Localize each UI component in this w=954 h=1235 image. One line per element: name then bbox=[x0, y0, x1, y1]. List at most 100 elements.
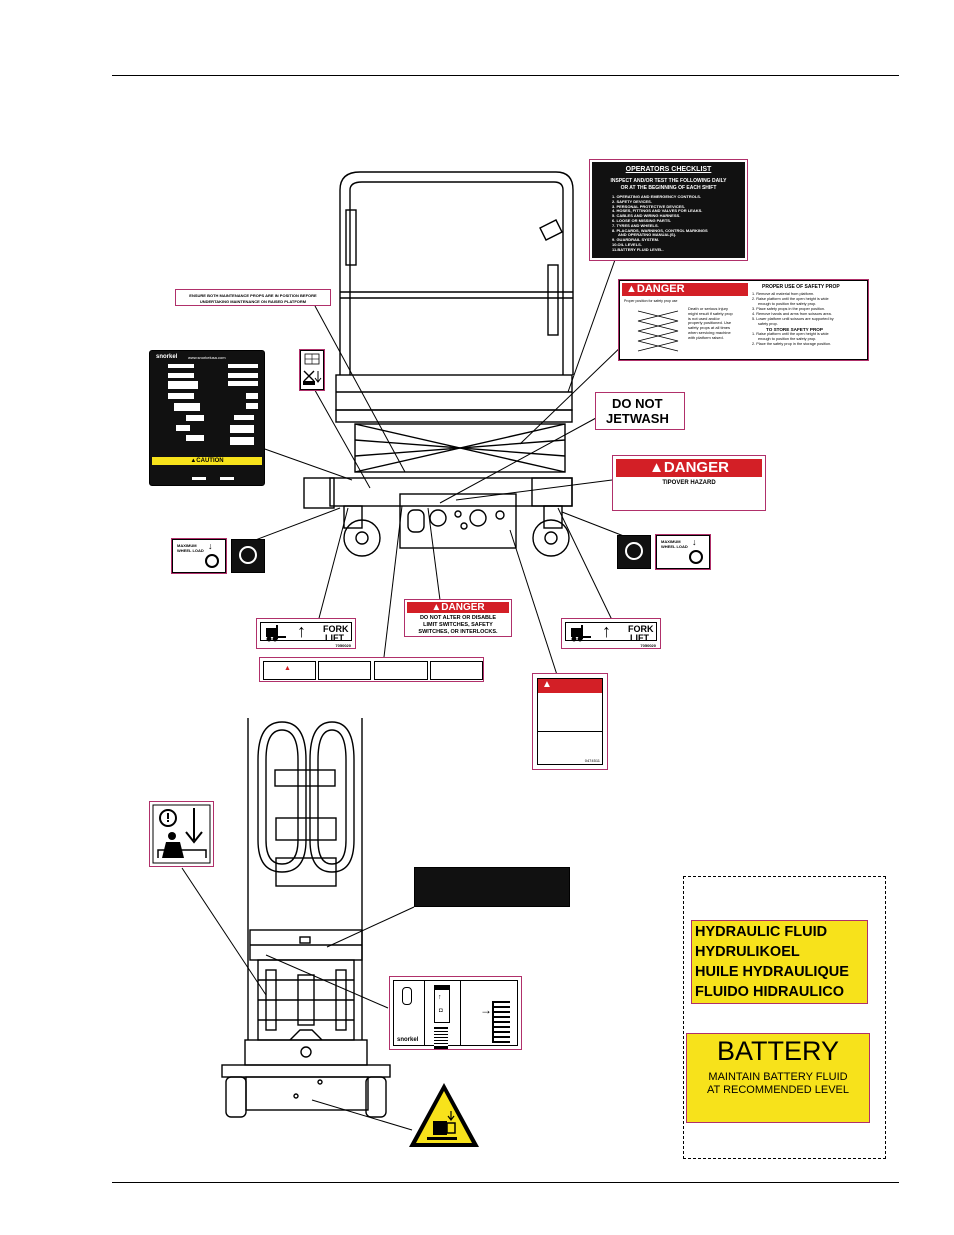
safety-prop-danger-header: ▲DANGER bbox=[622, 283, 748, 296]
warning-line: might result if safety prop bbox=[688, 310, 733, 316]
header-rule bbox=[112, 75, 899, 76]
proper-position-caption: Proper position for safety prop use bbox=[624, 299, 678, 303]
wheel-load-line-2: WHEEL LOAD bbox=[661, 544, 688, 549]
small-warning-decal: ▲ 0474511 bbox=[532, 673, 608, 770]
jetwash-line-2: JETWASH bbox=[606, 411, 669, 426]
warning-triangle-icon: ▲ bbox=[284, 665, 291, 672]
checklist-item: 9. GUARDRAIL SYSTEM. bbox=[612, 237, 660, 243]
prop-insert-arrow-icon: → bbox=[480, 1003, 492, 1017]
serial-plate-field bbox=[186, 435, 204, 441]
prop-column-cap bbox=[435, 986, 449, 990]
limit-switch-danger-header: ▲DANGER bbox=[407, 602, 509, 613]
wheel-icon bbox=[205, 554, 219, 568]
warning-line: safety props at all times bbox=[688, 325, 731, 331]
safety-prop-danger-decal: ▲DANGER Proper position for safety prop … bbox=[618, 279, 869, 361]
prop-rack-icon bbox=[492, 1001, 510, 1043]
fork-lift-decal-right: ↑ FORK LIFT 7050020 bbox=[561, 618, 661, 649]
floor-load-icon bbox=[625, 542, 643, 560]
limit-switch-danger-decal: ▲DANGER DO NOT ALTER OR DISABLE LIMIT SW… bbox=[404, 599, 512, 637]
battery-title: BATTERY bbox=[716, 1036, 840, 1066]
prop-base-icon bbox=[434, 1027, 448, 1049]
hydraulic-line: FLUIDO HIDRAULICO bbox=[695, 984, 845, 1000]
checklist-item: 11.BATTERY FLUID LEVEL. bbox=[612, 246, 664, 252]
serial-plate-field bbox=[168, 381, 198, 389]
checklist-item: 1. OPERATING AND EMERGENCY CONTROLS. bbox=[612, 194, 702, 199]
wheel-load-line-2: WHEEL LOAD bbox=[177, 548, 204, 553]
warning-line: properly positioned. Use bbox=[688, 320, 732, 326]
safety-prop-warning-text: Death or serious injury might result if … bbox=[688, 306, 733, 341]
small-warning-frame: ▲ 0474511 bbox=[537, 678, 603, 765]
warning-line: Death or serious injury bbox=[688, 306, 729, 311]
serial-plate-field bbox=[230, 437, 254, 445]
tipover-hazard-text: TIPOVER HAZARD bbox=[662, 480, 716, 486]
up-arrow-icon: ↑ bbox=[602, 621, 611, 641]
small-warning-header: ▲ bbox=[538, 679, 602, 693]
battery-label: BATTERY MAINTAIN BATTERY FLUID AT RECOMM… bbox=[686, 1033, 870, 1123]
instruction-panel bbox=[318, 661, 371, 680]
checklist-item: 3. PERSONAL PROTECTIVE DEVICES. bbox=[612, 203, 686, 209]
jetwash-line-1: DO NOT bbox=[612, 396, 663, 411]
floor-load-decal-left bbox=[231, 539, 265, 573]
max-wheel-load-decal-left: MAXIMUM WHEEL LOAD ↓ bbox=[171, 538, 227, 574]
prop-instruction-frame: ↑ ◘ → snorkel bbox=[393, 980, 518, 1049]
warning-triangle-icon: ▲ bbox=[431, 602, 442, 613]
step-line: 2. Place the safety prop in the storage … bbox=[752, 342, 832, 346]
snorkel-logo: snorkel bbox=[156, 354, 178, 360]
warning-triangle-icon: ▲ bbox=[626, 283, 637, 295]
serial-plate-field bbox=[192, 477, 206, 480]
serial-plate-field bbox=[220, 477, 234, 480]
danger-label: DANGER bbox=[663, 459, 729, 476]
instruction-panel: ▲ bbox=[263, 661, 316, 680]
footer-rule bbox=[112, 1182, 899, 1183]
checklist-item: 8. PLACARDS, WARNINGS, CONTROL MARKINGS bbox=[612, 227, 708, 233]
safety-prop-steps: 1. Remove all material from platform. 2.… bbox=[752, 292, 834, 347]
maintenance-props-line-2: UNDERTAKING MAINTENANCE ON RAISED PLATFO… bbox=[199, 299, 307, 304]
serial-plate-field bbox=[230, 425, 254, 433]
black-blank-label bbox=[414, 867, 570, 907]
dashed-label-area bbox=[683, 876, 886, 1159]
prop-instruction-divider bbox=[460, 981, 461, 1045]
serial-plate-field bbox=[176, 425, 190, 431]
step-line: 5. Lower platform until scissors are sup… bbox=[752, 317, 834, 321]
serial-plate-decal: snorkel www.snorkelusa.com ▲CAUTION bbox=[149, 350, 265, 486]
do-not-jetwash-decal: DO NOT JETWASH bbox=[595, 392, 685, 430]
warning-line: with platform raised. bbox=[688, 334, 724, 340]
prop-column-icon: ↑ ◘ bbox=[434, 985, 450, 1023]
fork-lift-line-2: LIFT bbox=[325, 633, 344, 643]
prop-position-icon bbox=[402, 987, 412, 1005]
serial-plate-field bbox=[168, 373, 194, 378]
step-line: 1. Remove all material from platform. bbox=[752, 292, 815, 296]
step-line: 3. Place safety props in the proper posi… bbox=[752, 307, 826, 311]
serial-plate-website: www.snorkelusa.com bbox=[188, 355, 226, 360]
max-wheel-load-decal-right: MAXIMUM WHEEL LOAD ↓ bbox=[655, 534, 711, 570]
serial-plate-field bbox=[228, 364, 258, 368]
operators-checklist-decal: OPERATORS CHECKLIST INSPECT AND/OR TEST … bbox=[589, 159, 748, 261]
fork-lift-line-1: FORK bbox=[628, 624, 654, 634]
checklist-title: OPERATORS CHECKLIST bbox=[625, 166, 712, 173]
fork-lift-part-number: 7050020 bbox=[335, 643, 351, 648]
forklift-icon bbox=[571, 625, 591, 642]
checklist-item: 10.OIL LEVELS. bbox=[612, 241, 642, 247]
wheel-icon bbox=[689, 550, 703, 564]
warning-triangle-icon: ▲ bbox=[542, 679, 552, 690]
crush-hazard-pictogram-decal bbox=[149, 801, 214, 867]
checklist-instruction-1: INSPECT AND/OR TEST THE FOLLOWING DAILY bbox=[610, 178, 727, 184]
instruction-strip-decal: ▲ bbox=[259, 657, 484, 682]
serial-plate-field bbox=[246, 393, 258, 399]
serial-plate-field bbox=[246, 403, 258, 409]
checklist-item: 4. HOSES, FITTINGS AND VALVES FOR LEAKS. bbox=[612, 208, 703, 214]
warning-triangle-icon: ▲ bbox=[190, 458, 197, 464]
warning-line: is not used and/or bbox=[688, 315, 720, 321]
step-line: enough to position the safety prop. bbox=[758, 302, 817, 306]
hydraulic-line: HUILE HYDRAULIQUE bbox=[695, 964, 849, 980]
down-arrow-icon: ↓ bbox=[208, 541, 213, 551]
safety-prop-title: PROPER USE OF SAFETY PROP bbox=[762, 284, 840, 290]
warning-triangle-icon: ▲ bbox=[649, 459, 664, 476]
checklist-item: 7. TYRES AND WHEELS. bbox=[612, 222, 659, 228]
step-line: 4. Remove hands and arms from scissors a… bbox=[752, 312, 832, 316]
danger-label: DANGER bbox=[441, 602, 485, 613]
up-arrow-icon: ↑ bbox=[438, 994, 442, 1001]
fork-lift-line-2: LIFT bbox=[630, 633, 649, 643]
serial-plate-field bbox=[234, 415, 254, 420]
